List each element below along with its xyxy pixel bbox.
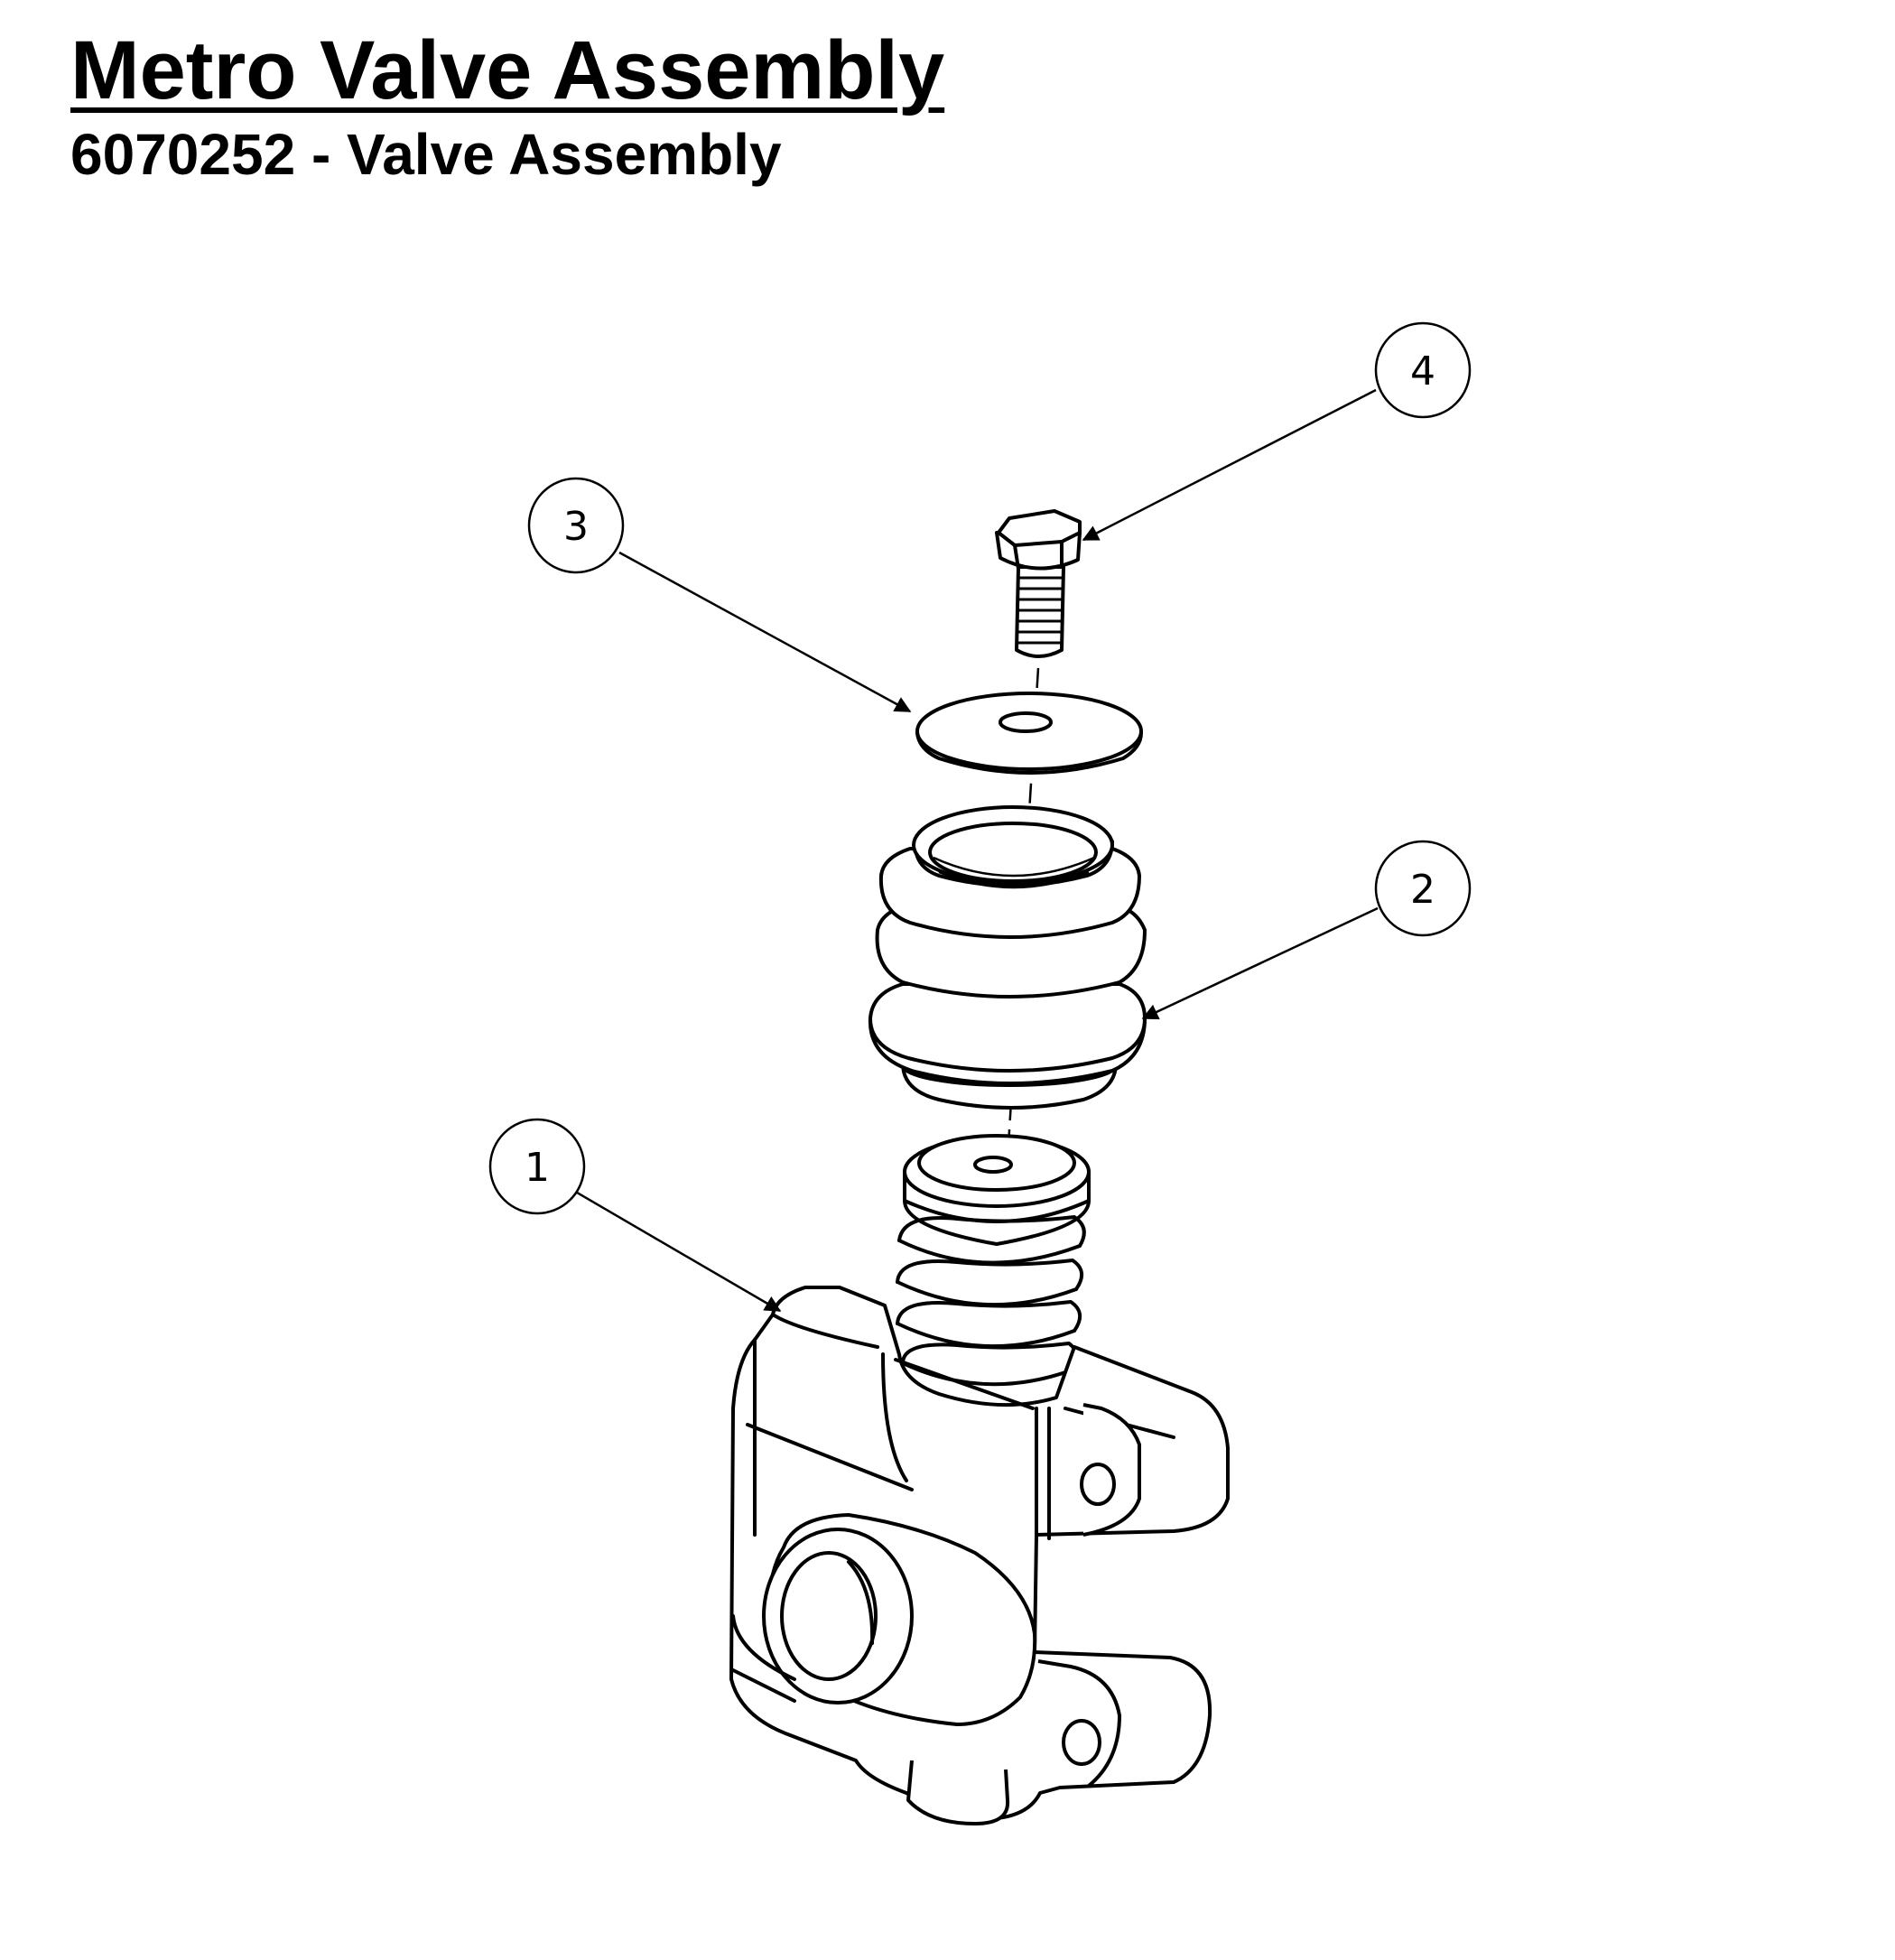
hex-bolt-part	[995, 509, 1082, 658]
leader-line-3	[618, 551, 912, 713]
leader-line-4	[1082, 388, 1377, 542]
leader-line-1	[571, 1188, 782, 1313]
balloon-2: 2	[1374, 840, 1472, 937]
leader-line-2	[1141, 906, 1379, 1020]
page-title: Metro Valve Assembly	[70, 24, 945, 116]
balloon-1-label: 1	[525, 1145, 550, 1191]
page-subtitle: 6070252 - Valve Assembly	[70, 122, 782, 187]
balloon-3-label: 3	[563, 504, 589, 550]
balloon-2-label: 2	[1410, 867, 1435, 913]
balloon-1: 1	[488, 1118, 586, 1215]
washer-part	[915, 692, 1143, 775]
valve-body-part	[729, 1134, 1230, 1825]
valve-cage-part	[868, 805, 1147, 1110]
balloon-3: 3	[527, 477, 625, 574]
balloon-4-label: 4	[1410, 348, 1435, 395]
balloon-4: 4	[1374, 321, 1472, 419]
